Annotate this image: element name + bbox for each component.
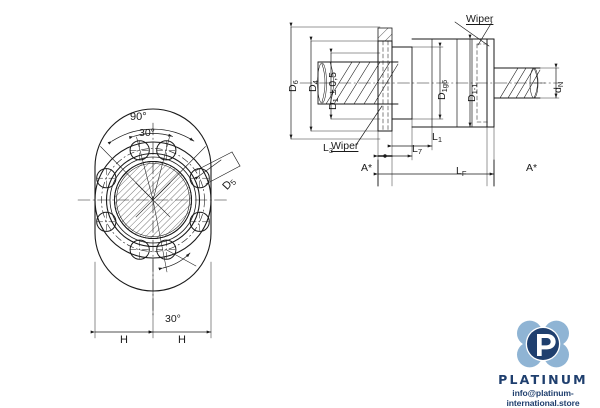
label-l1: L1 — [432, 131, 443, 144]
label-angle-30-bottom: 30° — [165, 313, 181, 325]
label-h-right: H — [178, 334, 186, 346]
label-lf: LF — [456, 165, 467, 178]
label-h-left: H — [120, 334, 128, 346]
label-wiper-bottom: Wiper — [331, 140, 359, 152]
label-wiper-top: Wiper — [466, 13, 494, 25]
label-dn: dN — [552, 81, 565, 93]
label-d1g6: D1g6 — [436, 79, 449, 100]
label-d4: D4 — [307, 80, 320, 92]
flange-front-view — [77, 108, 241, 339]
label-d1-1: D1-1 — [466, 83, 479, 102]
label-section-a-left: A* — [361, 162, 373, 174]
label-l3: L3 — [323, 142, 334, 155]
nut-side-section-view — [289, 21, 561, 187]
label-l7: L7 — [412, 143, 423, 156]
label-angle-90: 90° — [130, 111, 147, 123]
label-angle-30-top: 30° — [139, 127, 155, 139]
label-d6: D6 — [287, 80, 300, 92]
label-section-a-right: A* — [526, 162, 538, 174]
label-d1-tolerance: D1 ± 0,5 — [327, 72, 340, 110]
